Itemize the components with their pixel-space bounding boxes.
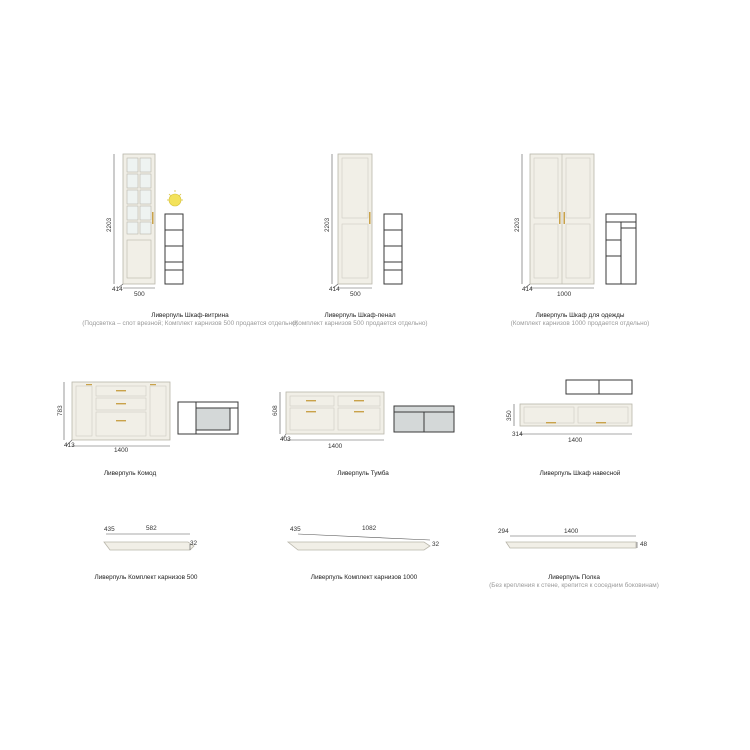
item-caption: Ливерпуль Шкаф навесной [490,470,670,478]
dim-width: 1400 [564,528,579,535]
dim-depth: 413 [64,442,75,449]
dim-height: 32 [432,541,440,548]
item-title: Ливерпуль Шкаф-витрина [151,312,229,319]
wardrobe-frame [605,213,637,285]
dim-height: 2203 [324,217,331,232]
tall-cabinet-drawing [331,153,403,289]
dim-depth: 403 [280,436,291,443]
tall-cabinet-frame [383,213,403,285]
dim-height: 783 [57,405,64,416]
dim-depth: 435 [104,526,115,533]
product-wardrobe[interactable]: 2203 414 1000 Ливерпуль Шкаф для одежды … [510,148,660,338]
item-caption: Ливерпуль Тумба [278,470,448,478]
wall-cabinet-frame [565,379,633,395]
dresser-drawing [63,381,239,447]
item-title: Ливерпуль Комплект карнизов 1000 [310,574,418,581]
dim-depth: 414 [112,286,123,293]
display-cabinet-frame [164,213,184,285]
item-title: Ливерпуль Шкаф навесной [539,470,621,477]
dim-height: 32 [190,540,198,547]
product-display-cabinet[interactable]: 2203 414 500 Ливерпуль Шкаф-витрина (Под… [82,148,298,338]
product-dresser[interactable]: 783 413 1400 Ливерпуль Комод [50,376,250,486]
dim-width: 500 [134,291,145,298]
product-shelf[interactable]: 294 1400 48 Ливерпуль Полка (Без креплен… [489,520,664,600]
dim-height: 2203 [514,217,521,232]
wardrobe-drawing [521,153,637,289]
item-note: (Комплект карнизов 1000 продается отдель… [510,320,650,327]
item-title: Ливерпуль Комод [103,470,157,477]
dresser-frame [177,401,239,435]
dim-width: 1400 [328,443,343,450]
dim-height: 2203 [106,217,113,232]
dim-width: 1400 [568,437,583,444]
item-caption: Ливерпуль Шкаф-пенал (Комплект карнизов … [260,312,460,328]
dim-width: 1082 [362,525,377,532]
product-sideboard[interactable]: 608 403 1400 Ливерпуль Тумба [268,386,468,486]
cornice-500-drawing [103,533,195,551]
item-caption: Ливерпуль Шкаф-витрина (Подсветка – спот… [80,312,300,328]
dim-depth: 294 [498,528,509,535]
cornice-1000-drawing [286,533,431,551]
dim-depth: 314 [512,431,523,438]
item-caption: Ливерпуль Комплект карнизов 500 [76,574,216,582]
dim-depth: 414 [522,286,533,293]
item-caption: Ливерпуль Полка (Без крепления к стене, … [484,574,664,590]
wall-cabinet-drawing [513,379,633,435]
item-caption: Ливерпуль Комод [60,470,200,478]
product-cornice-1000[interactable]: 435 1082 32 Ливерпуль Комплект карнизов … [284,520,454,590]
dim-height: 48 [640,541,648,548]
item-title: Ливерпуль Шкаф-пенал [324,312,396,319]
item-note: (Комплект карнизов 500 продается отдельн… [292,320,428,327]
dim-depth: 435 [290,526,301,533]
dim-width: 1400 [114,447,129,454]
item-note: (Подсветка – спот врезной; Комплект карн… [82,320,298,327]
item-title: Ливерпуль Шкаф для одежды [535,312,625,319]
sideboard-frame [393,405,455,433]
product-wall-cabinet[interactable]: 350 314 1400 Ливерпуль Шкаф навесной [500,376,660,486]
dim-width: 500 [350,291,361,298]
lamp-icon [167,190,183,207]
item-title: Ливерпуль Комплект карнизов 500 [94,574,198,581]
item-caption: Ливерпуль Комплект карнизов 1000 [284,574,444,582]
dim-width: 1000 [557,291,572,298]
item-caption: Ливерпуль Шкаф для одежды (Комплект карн… [480,312,680,328]
product-tall-cabinet[interactable]: 2203 414 500 Ливерпуль Шкаф-пенал (Компл… [292,148,440,338]
dim-height: 350 [506,410,513,421]
shelf-drawing [505,535,638,549]
display-cabinet-drawing [113,153,184,289]
item-title: Ливерпуль Тумба [337,470,389,477]
item-note: (Без крепления к стене, крепится к сосед… [489,582,659,589]
dim-height: 608 [272,405,279,416]
dim-depth: 414 [329,286,340,293]
dim-width: 582 [146,525,157,532]
item-title: Ливерпуль Полка [548,574,600,581]
product-cornice-500[interactable]: 435 582 32 Ливерпуль Комплект карнизов 5… [95,520,236,590]
sideboard-drawing [279,391,455,441]
